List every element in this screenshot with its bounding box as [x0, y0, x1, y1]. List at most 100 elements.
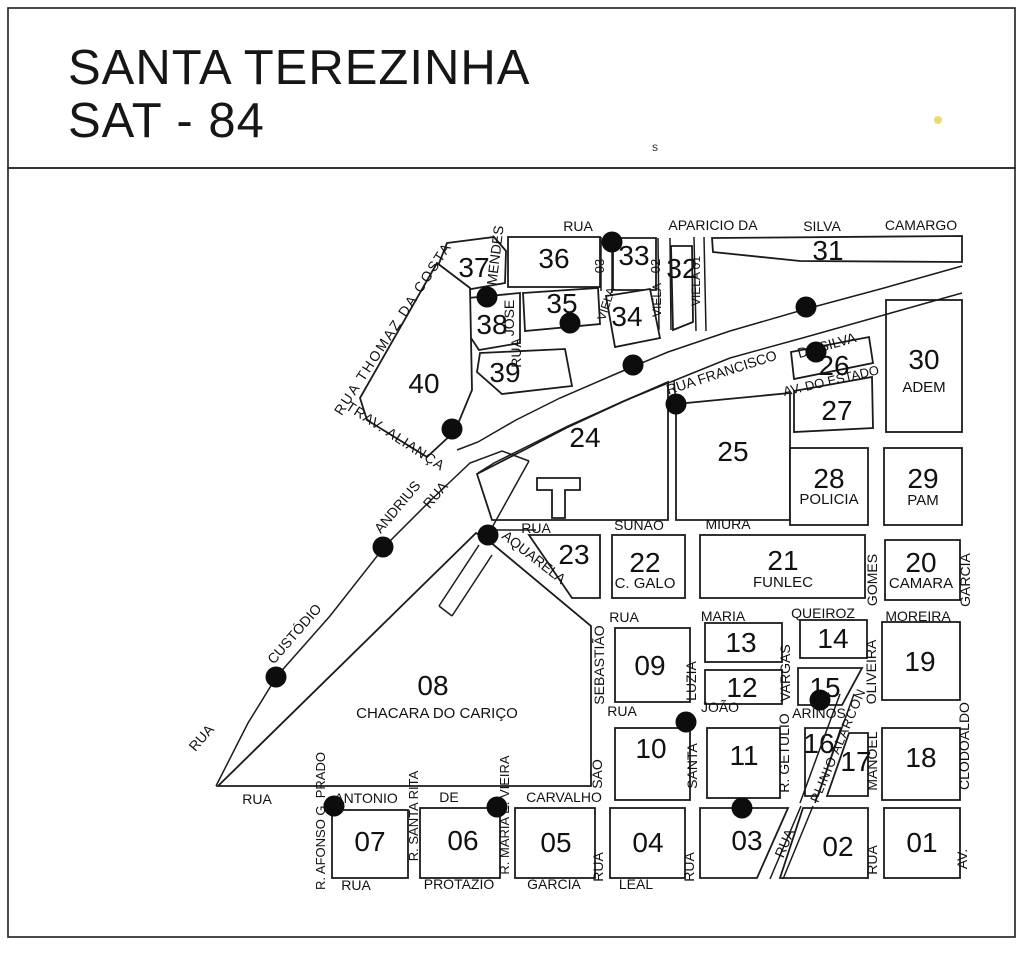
road-line [782, 805, 814, 880]
block-outline [614, 727, 691, 801]
block-06: 06 [419, 807, 501, 879]
survey-point-dot [323, 795, 345, 817]
block-outline [711, 235, 963, 263]
street-label: ANDRIUS [371, 478, 424, 537]
block-number: 25 [717, 436, 748, 467]
block-13: 13 [704, 622, 783, 663]
block-outline [699, 807, 790, 879]
map-area-frame [7, 167, 1016, 938]
block-outline [885, 299, 963, 433]
block-outline [883, 447, 963, 526]
block-number: 19 [904, 646, 935, 677]
survey-point-dot [795, 296, 817, 318]
street-label: MANOEL [864, 731, 880, 790]
block-outline [883, 807, 961, 879]
block-number: 03 [731, 825, 762, 856]
block-01: 01 [883, 807, 961, 879]
street-label: RUA [864, 845, 880, 875]
block-sublabel: FUNLEC [753, 574, 813, 591]
block-33: 33 [612, 237, 657, 291]
block-number: 34 [611, 301, 642, 332]
street-label: GARCIA [527, 876, 581, 892]
street-label: VARGAS [777, 644, 793, 701]
block-sublabel: CHACARA DO CARIÇO [356, 705, 518, 722]
block-outline [825, 732, 869, 797]
street-label: APARICIO DA [668, 217, 758, 233]
block-number: 09 [634, 650, 665, 681]
block-39: 39 [476, 348, 574, 395]
block-number: 28 [813, 463, 844, 494]
block-outline [778, 807, 869, 879]
block-number: 01 [906, 827, 937, 858]
map-title: SANTA TEREZINHA [68, 41, 530, 95]
block-38: 38 [460, 292, 521, 351]
street-label: MENDES [483, 225, 506, 286]
road-line [451, 554, 493, 617]
block-40: 40 [359, 261, 473, 459]
street-label: ANTONIO [334, 790, 398, 806]
block-09: 09 [614, 627, 691, 703]
street-label: LEAL [619, 876, 653, 892]
road-line [657, 237, 660, 331]
survey-point-dot [372, 536, 394, 558]
survey-point-dot [477, 524, 499, 546]
block-23: 23 [527, 534, 601, 599]
block-number: 17 [840, 746, 871, 777]
block-11: 11 [706, 727, 781, 799]
block-outline [536, 477, 581, 519]
survey-point-dot [675, 711, 697, 733]
block-sublabel: CAMARA [889, 575, 953, 592]
block-number: 06 [447, 825, 478, 856]
street-label: QUEIROZ [791, 605, 855, 621]
block-number: 27 [821, 395, 852, 426]
block-number: 13 [725, 627, 756, 658]
street-label: SEBASTIÃO [591, 625, 607, 704]
street-label: RUA [185, 721, 217, 754]
block-36: 36 [507, 236, 601, 288]
block-outline [476, 348, 574, 395]
road-line [438, 544, 480, 607]
street-label: RUA [521, 520, 551, 536]
block-number: 07 [354, 826, 385, 857]
block-sublabel: PAM [907, 492, 938, 509]
block-number: 37 [458, 252, 489, 283]
block-number: 02 [822, 831, 853, 862]
street-label: JOSE [501, 300, 517, 337]
street-label: VIELA [650, 283, 664, 317]
block-outline [507, 236, 601, 288]
block-number: 24 [569, 422, 600, 453]
scan-artifact [934, 116, 942, 124]
street-label: LUZIA [683, 661, 699, 701]
block-04: 04 [609, 807, 686, 879]
street-label: CARVALHO [526, 789, 602, 805]
survey-point-dot [622, 354, 644, 376]
block-outline [699, 534, 866, 599]
street-label: RUA [607, 703, 637, 719]
survey-point-dot [665, 393, 687, 415]
street-label: RUA [242, 791, 272, 807]
survey-point-dot [486, 796, 508, 818]
road-line [693, 236, 697, 332]
block-25: 25 [675, 392, 791, 521]
block-outline [799, 619, 868, 659]
street-label: SUNAO [614, 517, 664, 533]
block-03: 03 [699, 807, 790, 879]
road-line [438, 605, 453, 617]
block-22: 22C. GALO [611, 534, 686, 599]
block-outline [514, 807, 596, 879]
block-16: 16 [803, 727, 843, 797]
block-outline [881, 727, 961, 801]
street-label: PROTAZIO [424, 876, 495, 892]
street-label: DE [439, 789, 458, 805]
block-outline [522, 287, 601, 332]
block-number: 38 [476, 309, 507, 340]
scan-mark: s [652, 140, 658, 154]
street-label: RUA FRANCISCO [664, 347, 779, 398]
